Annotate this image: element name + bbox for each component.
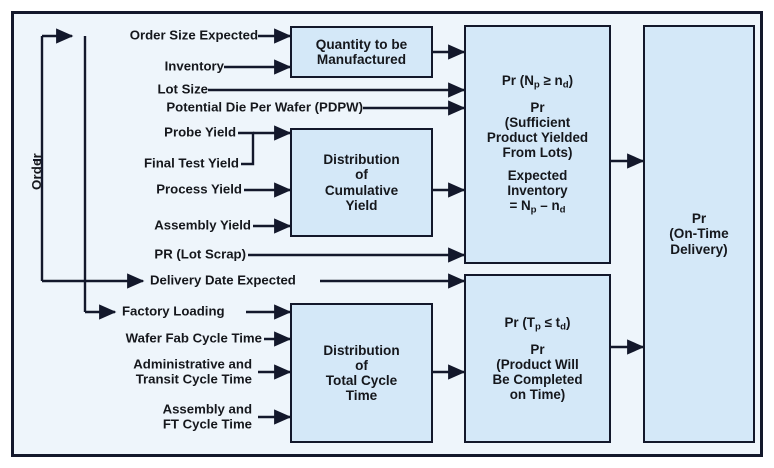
completed-line2: (Product Will xyxy=(496,356,579,372)
sufficient-expected-formula: = Np – nd xyxy=(509,197,566,216)
completed-formula-sub2: d xyxy=(560,321,567,333)
input-label-probe-yield: Probe Yield xyxy=(164,124,236,140)
expected-mid: – n xyxy=(536,197,560,213)
admin-cycle-line2: Transit Cycle Time xyxy=(135,371,252,386)
ontime-line3: Delivery) xyxy=(670,241,728,257)
input-label-final-test-yield: Final Test Yield xyxy=(143,155,239,171)
sufficient-line5: Expected xyxy=(507,167,568,183)
completed-line4: on Time) xyxy=(509,386,566,402)
sufficient-line2: (Sufficient xyxy=(504,114,571,130)
box-distribution-of-cumulative-yield: Distribution of Cumulative Yield xyxy=(290,128,433,237)
box-distribution-of-total-cycle-time: Distribution of Total Cycle Time xyxy=(290,303,433,443)
expected-prefix: = N xyxy=(509,197,531,213)
input-label-assembly-yield: Assembly Yield xyxy=(154,217,251,233)
expected-sub2: d xyxy=(559,204,566,216)
input-label-pr-lot-scrap: PR (Lot Scrap) xyxy=(154,246,246,262)
totalcycle-line4: Time xyxy=(345,388,378,404)
box-quantity-to-be-manufactured: Quantity to be Manufactured xyxy=(290,26,433,78)
cumyield-line2: of xyxy=(355,167,368,183)
sufficient-line6: Inventory xyxy=(507,182,568,198)
sufficient-formula: Pr (Np ≥ nd) xyxy=(501,72,574,91)
input-label-order-size-expected: Order Size Expected xyxy=(129,27,258,43)
input-label-factory-loading: Factory Loading xyxy=(122,303,225,319)
cumyield-line4: Yield xyxy=(345,197,378,213)
input-label-process-yield: Process Yield xyxy=(156,181,242,197)
box-pr-product-will-be-completed-on-time: Pr (Tp ≤ td) Pr (Product Will Be Complet… xyxy=(464,274,611,443)
input-label-inventory: Inventory xyxy=(164,58,224,74)
quantity-line2: Manufactured xyxy=(316,52,407,67)
completed-formula-prefix: Pr (T xyxy=(504,315,535,331)
quantity-line1: Quantity to be xyxy=(315,36,408,52)
admin-cycle-line1: Administrative and xyxy=(133,356,252,372)
completed-formula: Pr (Tp ≤ td) xyxy=(504,315,571,333)
ontime-line2: (On-Time xyxy=(669,226,729,242)
input-label-administrative-transit-cycle-time: Administrative and Transit Cycle Time xyxy=(0,357,252,386)
assembly-ft-line2: FT Cycle Time xyxy=(162,416,252,431)
sufficient-line3: Product Yielded xyxy=(486,129,589,145)
completed-line1: Pr xyxy=(530,341,545,357)
completed-line3: Be Completed xyxy=(492,371,583,387)
totalcycle-line3: Total Cycle xyxy=(325,373,398,388)
totalcycle-line1: Distribution xyxy=(323,342,400,358)
input-label-lot-size: Lot Size xyxy=(157,81,208,97)
box-pr-sufficient-product-yielded: Pr (Np ≥ nd) Pr (Sufficient Product Yiel… xyxy=(464,25,611,264)
cumyield-line3: Cumulative xyxy=(324,182,399,198)
input-label-assembly-ft-cycle-time: Assembly and FT Cycle Time xyxy=(0,402,252,431)
completed-formula-suffix: ) xyxy=(566,315,571,331)
completed-formula-mid: ≤ t xyxy=(540,315,561,331)
sufficient-line1: Pr xyxy=(530,99,545,115)
sufficient-formula-mid: ≥ n xyxy=(539,72,563,88)
sufficient-formula-sub2: d xyxy=(562,79,569,91)
sufficient-formula-sub1: p xyxy=(533,79,540,91)
totalcycle-line2: of xyxy=(355,357,368,373)
sufficient-formula-suffix: ) xyxy=(568,72,574,88)
cumyield-line1: Distribution xyxy=(323,152,400,168)
input-label-wafer-fab-cycle-time: Wafer Fab Cycle Time xyxy=(125,330,262,346)
input-label-delivery-date-expected: Delivery Date Expected xyxy=(150,272,296,288)
completed-formula-sub1: p xyxy=(535,321,541,333)
box-pr-on-time-delivery: Pr (On-Time Delivery) xyxy=(643,25,755,443)
expected-sub1: p xyxy=(530,204,537,216)
assembly-ft-line1: Assembly and xyxy=(162,401,252,417)
sufficient-line4: From Lots) xyxy=(502,144,573,160)
sufficient-formula-prefix: Pr (N xyxy=(501,72,534,88)
input-label-potential-die-per-wafer: Potential Die Per Wafer (PDPW) xyxy=(166,99,363,115)
ontime-line1: Pr xyxy=(691,211,707,227)
